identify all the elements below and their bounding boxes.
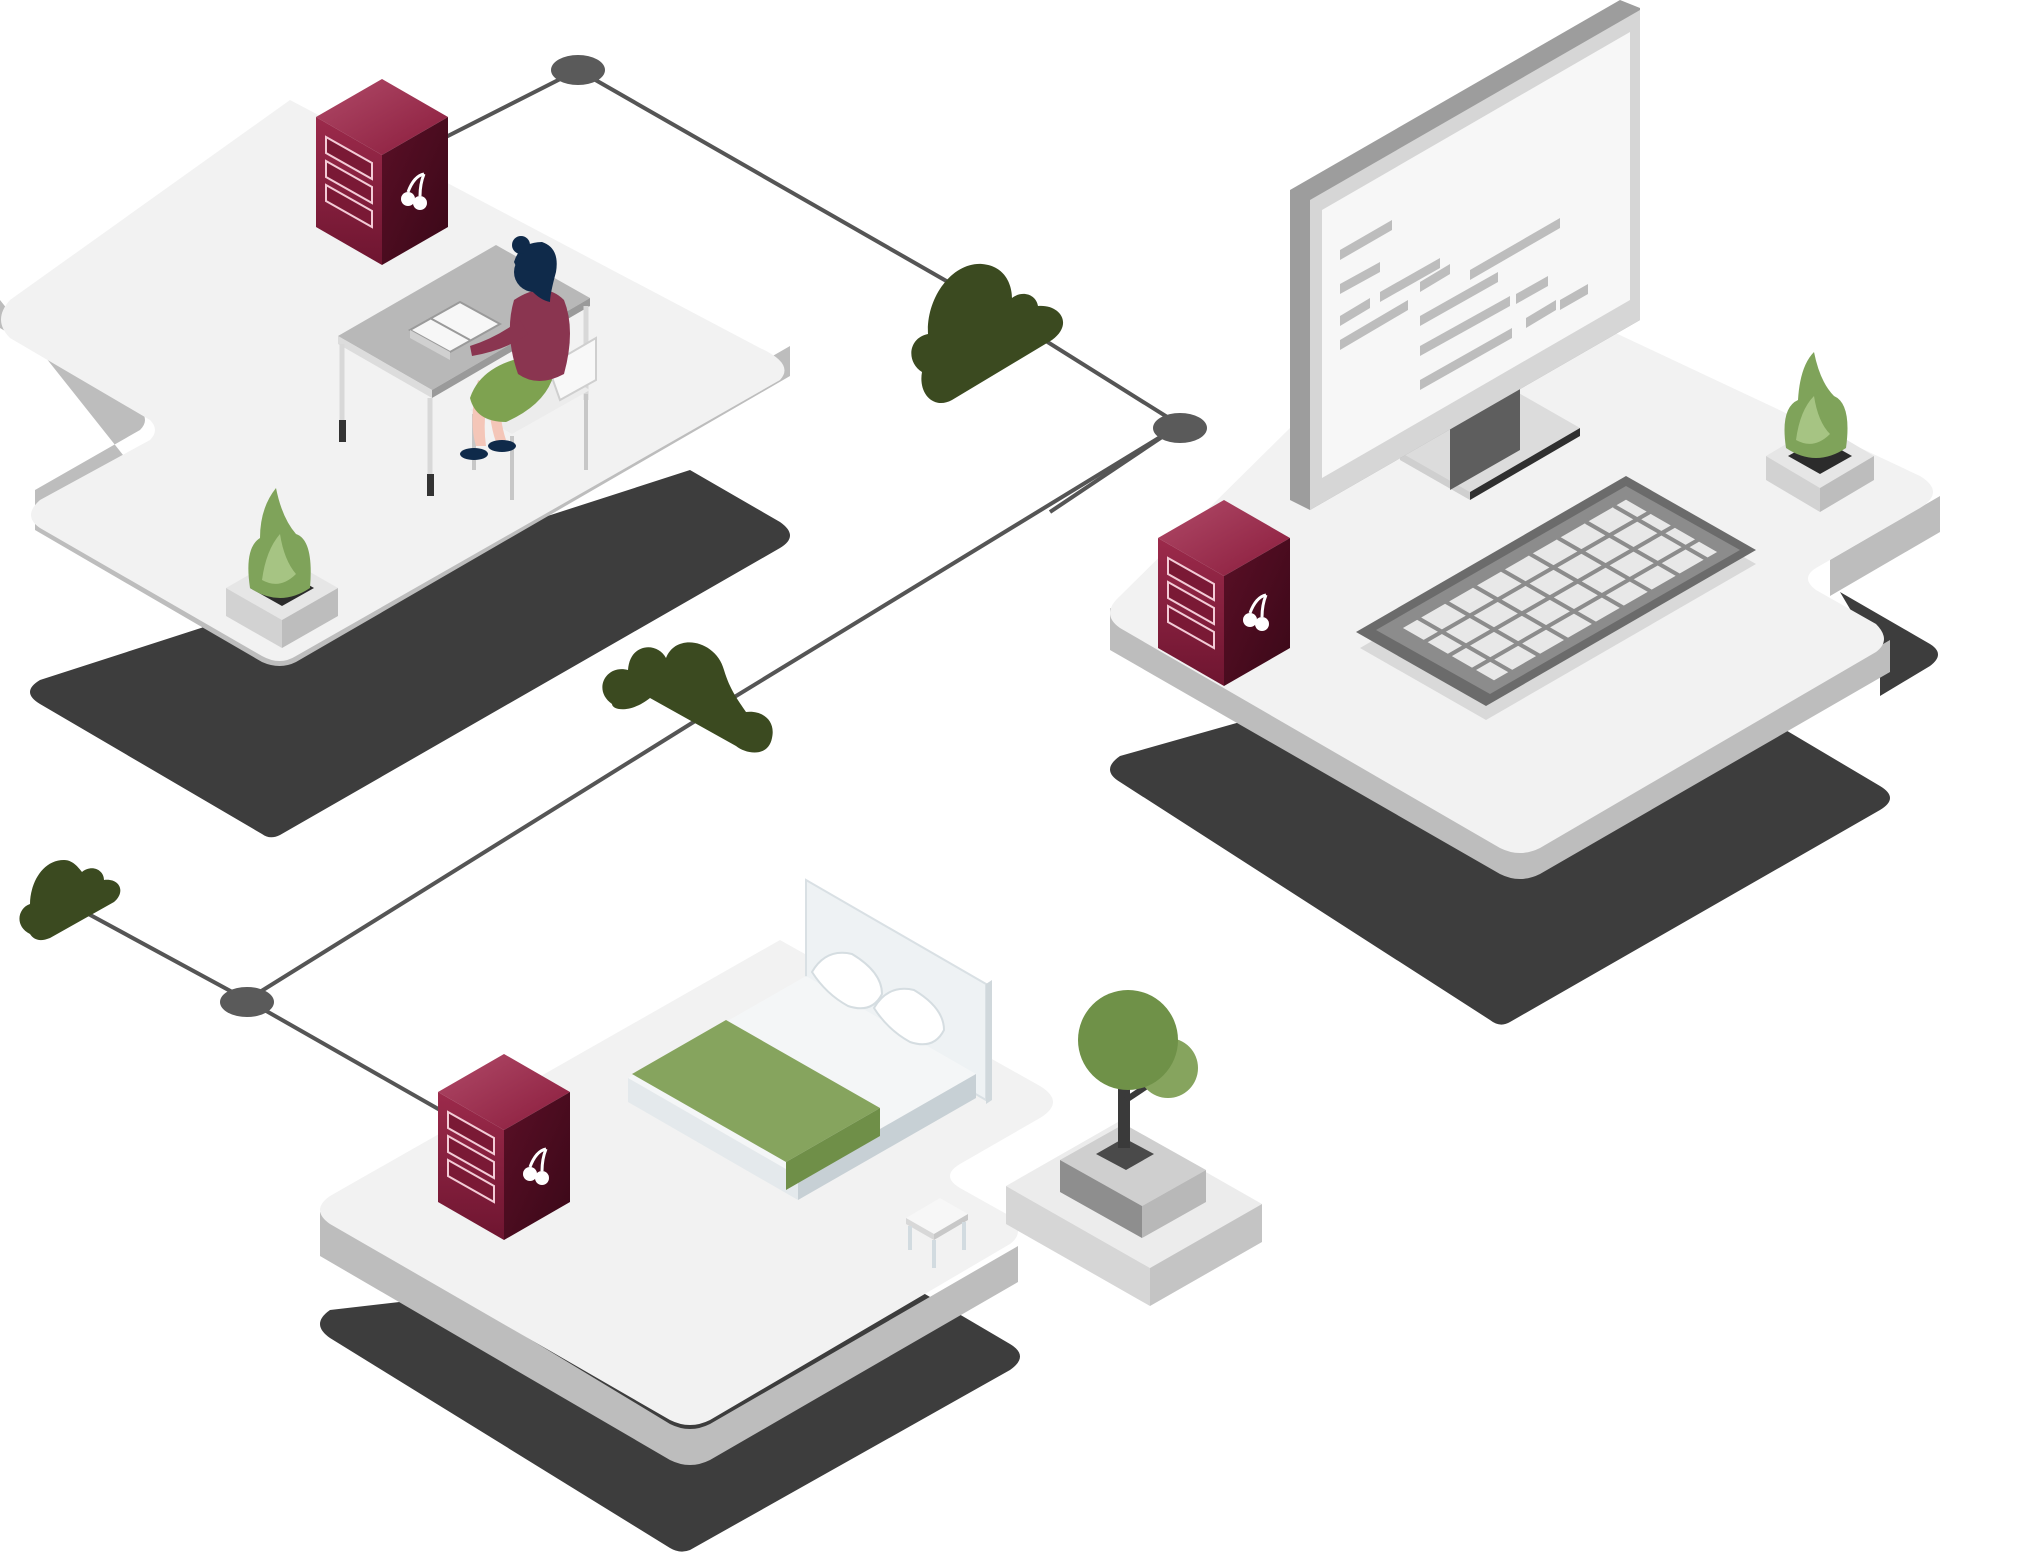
code-lines bbox=[1340, 218, 1588, 390]
pillow bbox=[810, 951, 884, 1010]
network-nodes bbox=[220, 55, 1207, 1017]
link-cloud2-node3 bbox=[245, 716, 702, 1002]
office-desk-platform bbox=[0, 77, 790, 838]
platform-side bbox=[1110, 608, 1890, 879]
pillow bbox=[872, 987, 946, 1046]
potted-tree bbox=[1078, 990, 1198, 1148]
person-reading bbox=[460, 236, 570, 460]
server-icon bbox=[436, 1052, 572, 1242]
computer-platform bbox=[1110, 0, 1940, 1025]
platform-side bbox=[320, 1212, 1018, 1465]
cloud-icon bbox=[602, 642, 773, 753]
network-node bbox=[551, 55, 605, 85]
monitor bbox=[1290, 0, 1640, 510]
platform-side-right bbox=[1830, 496, 1940, 596]
link-node3-server3 bbox=[246, 998, 441, 1112]
link-node1-cloud1 bbox=[577, 68, 991, 308]
link-node2-cloud2 bbox=[698, 423, 1182, 720]
link-server1-node1 bbox=[439, 68, 579, 142]
platform-shadow bbox=[30, 470, 790, 838]
potted-plant bbox=[226, 488, 338, 648]
server-icon bbox=[1156, 498, 1292, 688]
cloud-icon bbox=[911, 263, 1064, 404]
bedroom-platform bbox=[320, 878, 1262, 1552]
server-icon bbox=[314, 77, 450, 267]
bed bbox=[628, 878, 992, 1200]
keyboard bbox=[1356, 476, 1756, 720]
network-node bbox=[220, 987, 274, 1017]
cloud-icon bbox=[19, 860, 121, 941]
link-node3-cloud3 bbox=[69, 902, 248, 1002]
network-node bbox=[1153, 413, 1207, 443]
open-book bbox=[407, 300, 503, 360]
tree-platform bbox=[1006, 1122, 1262, 1306]
platform-top bbox=[1, 100, 785, 661]
nightstand bbox=[906, 1198, 968, 1268]
potted-plant bbox=[1766, 352, 1874, 512]
